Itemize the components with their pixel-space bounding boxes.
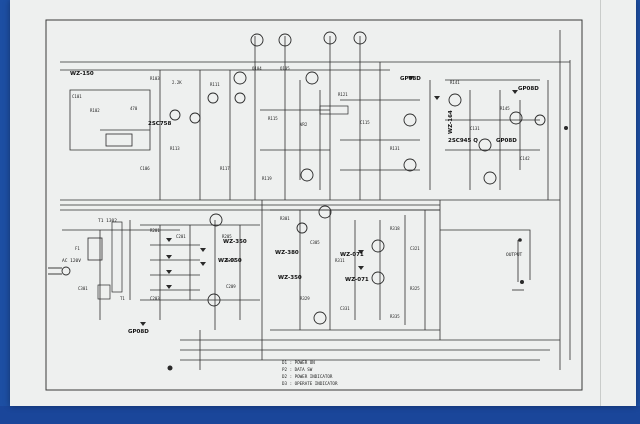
legend-line-3: D2 : POWER INDICATOR [282, 374, 333, 379]
svg-text:R131: R131 [390, 146, 400, 151]
legend-line-1: D1 : POWER ON [282, 360, 315, 365]
label-gp08d-top: GP08D [400, 76, 421, 82]
label-wz350: WZ-350 [223, 239, 247, 245]
label-gp08d-mid: GP08D [496, 138, 517, 144]
legend-line-4: D3 : OPERATE INDICATOR [282, 381, 338, 386]
svg-text:Q105: Q105 [280, 66, 290, 71]
label-gp08d-right: GP08D [518, 86, 539, 92]
svg-text:C305: C305 [310, 240, 320, 245]
drawing-border [45, 19, 583, 391]
svg-text:C142: C142 [520, 156, 530, 161]
label-gp08d-left: GP08D [128, 329, 149, 335]
label-wz380: WZ-380 [275, 250, 299, 256]
label-wz350-b: WZ-350 [278, 275, 302, 281]
svg-text:R329: R329 [300, 296, 310, 301]
svg-text:R117: R117 [220, 166, 230, 171]
svg-text:R141: R141 [450, 80, 460, 85]
svg-text:R103: R103 [150, 76, 160, 81]
svg-text:R121: R121 [338, 92, 348, 97]
svg-text:R207: R207 [226, 258, 236, 263]
label-wz050: WZ-050 [218, 258, 242, 264]
svg-text:R145: R145 [500, 106, 510, 111]
svg-text:R115: R115 [268, 116, 278, 121]
components [87, 76, 568, 371]
svg-text:R325: R325 [410, 286, 420, 291]
svg-text:C101: C101 [72, 94, 82, 99]
svg-text:C115: C115 [360, 120, 370, 125]
svg-text:R201: R201 [150, 228, 160, 233]
label-2sc945: 2SC945 Q [448, 138, 478, 144]
svg-text:VR2: VR2 [300, 122, 308, 127]
svg-text:F1: F1 [75, 246, 80, 251]
svg-text:2.2K: 2.2K [172, 80, 182, 85]
label-ac-input: AC 120V [62, 258, 81, 264]
svg-text:470: 470 [130, 106, 138, 111]
label-wz164: WZ-164 [448, 110, 454, 134]
svg-text:R113: R113 [170, 146, 180, 151]
svg-text:C301: C301 [78, 286, 88, 291]
paper-fold-line [600, 0, 601, 406]
svg-text:T1: T1 [120, 296, 125, 301]
label-transformer: T1 1302 [98, 218, 117, 224]
label-output: OUTPUT [506, 252, 523, 258]
label-wz150: WZ-150 [70, 71, 94, 77]
legend-line-2: P2 : DATA SW [282, 367, 313, 372]
svg-text:R102: R102 [90, 108, 100, 113]
part-labels: WZ-150 2SC758 GP08D GP08D GP08D WZ-164 2… [70, 71, 539, 335]
svg-text:R318: R318 [390, 226, 400, 231]
output-terminal [512, 240, 524, 291]
svg-text:C331: C331 [340, 306, 350, 311]
label-wz071-a: WZ-071 [340, 252, 364, 258]
label-2sc758: 2SC758 [148, 121, 171, 127]
svg-text:R205: R205 [222, 234, 232, 239]
wiring [60, 30, 571, 370]
ac-plug-icon [48, 266, 71, 276]
schematic-sheet [10, 0, 636, 406]
svg-text:R311: R311 [335, 258, 345, 263]
svg-text:R119: R119 [262, 176, 272, 181]
svg-text:C131: C131 [470, 126, 480, 131]
svg-text:C106: C106 [140, 166, 150, 171]
svg-text:R335: R335 [390, 314, 400, 319]
label-wz071-b: WZ-071 [345, 277, 369, 283]
io-labels: OUTPUT AC 120V T1 1302 [62, 218, 523, 264]
svg-text:C201: C201 [176, 234, 186, 239]
svg-text:R111: R111 [210, 82, 220, 87]
svg-text:C321: C321 [410, 246, 420, 251]
svg-text:C203: C203 [150, 296, 160, 301]
transistors [169, 31, 546, 325]
svg-text:Q104: Q104 [252, 66, 262, 71]
table-surface [0, 406, 640, 424]
legend: D1 : POWER ON P2 : DATA SW D2 : POWER IN… [282, 360, 338, 386]
svg-text:R301: R301 [280, 216, 290, 221]
svg-text:C209: C209 [226, 284, 236, 289]
